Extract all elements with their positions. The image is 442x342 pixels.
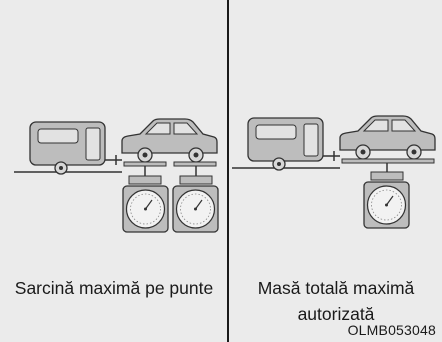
axle-load-illustration (14, 118, 219, 233)
reference-code: OLMB053048 (347, 322, 436, 338)
panel-divider (227, 0, 229, 342)
axle-load-caption: Sarcină maximă pe punte (14, 278, 214, 298)
weighing-scale-icon (122, 166, 169, 233)
trailer-icon (29, 121, 122, 175)
car-icon (339, 115, 436, 160)
car-icon (121, 118, 218, 163)
trailer-icon (247, 117, 340, 171)
weighing-scale-icon (363, 163, 410, 229)
gross-weight-illustration (232, 115, 436, 229)
weighing-scale-icon (172, 166, 219, 233)
gross-weight-caption: Masă totală maximă autorizată (257, 278, 415, 324)
